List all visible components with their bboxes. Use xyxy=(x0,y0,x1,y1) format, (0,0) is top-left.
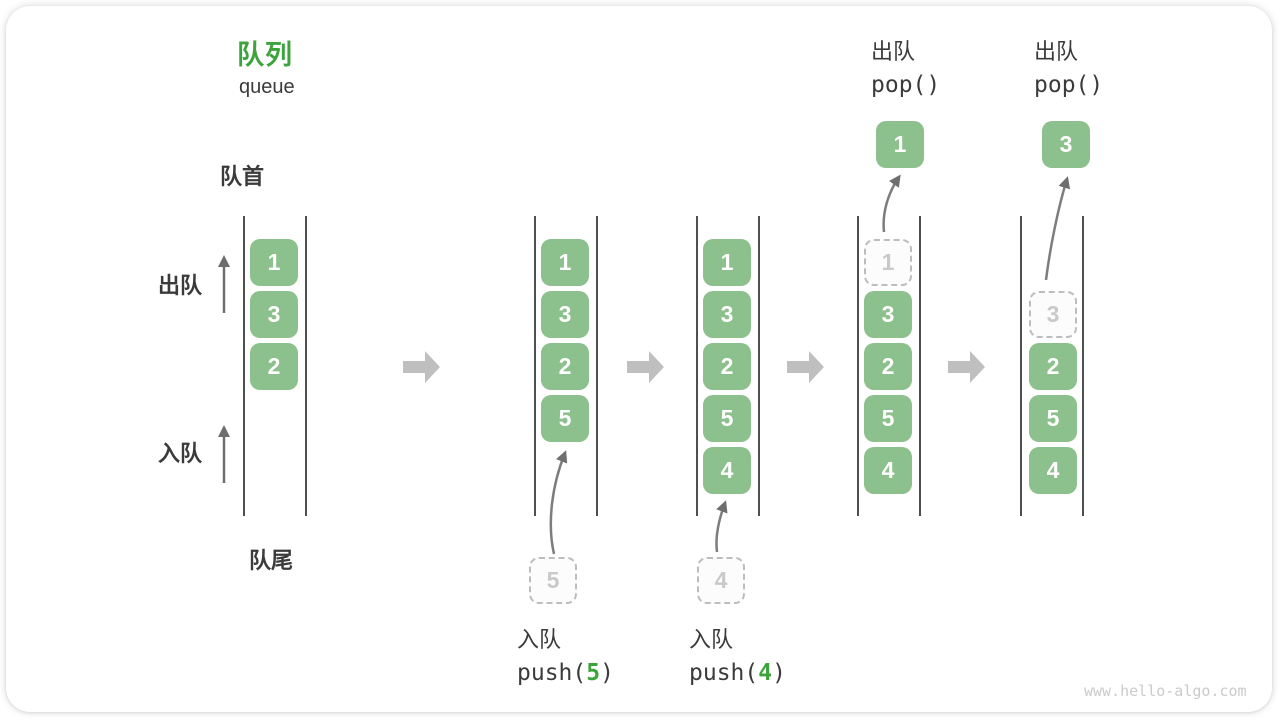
popped-dequeue-box: 1 xyxy=(876,121,924,168)
rear-label: 队尾 xyxy=(249,548,294,573)
page-title: 队列 xyxy=(237,40,293,70)
queue-cell: 5 xyxy=(864,395,912,442)
queue-column xyxy=(243,216,307,516)
queue-cell: 3 xyxy=(703,291,751,338)
enqueue-op-zh: 入队 xyxy=(689,627,734,652)
transition-arrow xyxy=(948,351,985,383)
queue-cell: 5 xyxy=(541,395,589,442)
queue-cell: 2 xyxy=(703,343,751,390)
queue-cell: 3 xyxy=(864,291,912,338)
push-arg: 5 xyxy=(586,660,601,686)
queue-cell: 3 xyxy=(541,291,589,338)
queue-cell: 4 xyxy=(1029,447,1077,494)
enqueue-direction-arrow xyxy=(218,425,230,483)
transition-arrow xyxy=(403,351,440,383)
watermark: www.hello-algo.com xyxy=(1084,682,1247,700)
queue-column xyxy=(534,216,598,516)
enqueue-op-zh: 入队 xyxy=(517,627,562,652)
queue-cell: 1 xyxy=(250,239,298,286)
figure-card: 队列 queue 队首 队尾 出队 入队 1 3 2 1 3 2 5 1 3 2… xyxy=(6,6,1272,712)
dequeue-op-zh: 出队 xyxy=(1034,39,1079,64)
queue-column xyxy=(857,216,921,516)
queue-column xyxy=(1020,216,1084,516)
queue-cell: 4 xyxy=(864,447,912,494)
queue-cell: 2 xyxy=(1029,343,1077,390)
pending-enqueue-box: 5 xyxy=(529,557,577,604)
queue-cell: 2 xyxy=(250,343,298,390)
queue-cell: 2 xyxy=(864,343,912,390)
queue-cell: 1 xyxy=(541,239,589,286)
queue-cell: 5 xyxy=(1029,395,1077,442)
enqueue-op-label: 入队 push(4) xyxy=(689,624,786,690)
queue-column xyxy=(696,216,760,516)
pop-call: pop() xyxy=(871,72,941,98)
pending-enqueue-box: 4 xyxy=(697,557,745,604)
push-arrow xyxy=(715,500,728,553)
dequeue-label: 出队 xyxy=(158,273,203,298)
front-label: 队首 xyxy=(220,164,265,189)
dequeue-op-zh: 出队 xyxy=(871,39,916,64)
queue-cell-dashed: 1 xyxy=(864,239,912,286)
push-arg: 4 xyxy=(758,660,773,686)
pop-call: pop() xyxy=(1034,72,1104,98)
dequeue-direction-arrow xyxy=(218,255,230,313)
push-call: push(5) xyxy=(517,660,614,686)
push-arrow xyxy=(549,450,568,555)
transition-arrow xyxy=(787,351,824,383)
popped-dequeue-box: 3 xyxy=(1042,121,1090,168)
enqueue-label: 入队 xyxy=(158,441,203,466)
queue-cell: 3 xyxy=(250,291,298,338)
dequeue-op-label: 出队 pop() xyxy=(1034,36,1103,102)
queue-cell: 4 xyxy=(703,447,751,494)
pop-arrow xyxy=(882,174,901,233)
page-subtitle: queue xyxy=(239,76,295,98)
dequeue-op-label: 出队 pop() xyxy=(871,36,940,102)
transition-arrow xyxy=(627,351,664,383)
pop-arrow xyxy=(1044,176,1071,281)
queue-cell-dashed: 3 xyxy=(1029,291,1077,338)
push-call: push(4) xyxy=(689,660,786,686)
queue-cell: 5 xyxy=(703,395,751,442)
enqueue-op-label: 入队 push(5) xyxy=(517,624,614,690)
queue-cell: 1 xyxy=(703,239,751,286)
queue-cell: 2 xyxy=(541,343,589,390)
